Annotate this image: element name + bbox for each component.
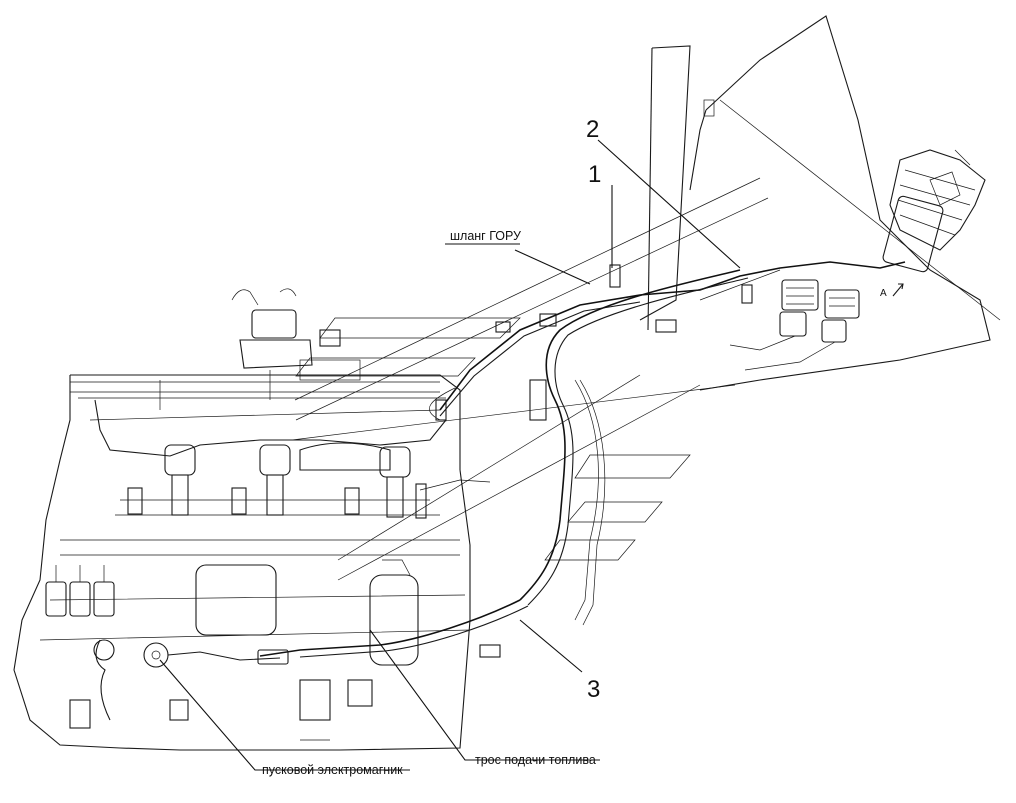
- view-a-label: А: [880, 288, 887, 299]
- view-arrow-a: А: [880, 283, 904, 299]
- leader-lines: [159, 139, 741, 771]
- injectors: [115, 444, 440, 518]
- start-solenoid-part: [143, 642, 281, 668]
- fuel-filters: [45, 565, 115, 617]
- cab-panel: [639, 15, 1001, 391]
- label-fuel-cable: трос подачи топлива: [475, 753, 596, 767]
- pedal-bellows-assembly: [882, 149, 986, 273]
- connectors-cab: [729, 279, 860, 371]
- guide-lines: [291, 177, 769, 581]
- label-start-solenoid: пусковой электромагник: [262, 763, 403, 777]
- top-components: [159, 288, 361, 410]
- callout-1: 1: [588, 161, 601, 188]
- engine-block: [13, 374, 471, 751]
- label-hose: шланг ГОРУ: [450, 229, 521, 243]
- wiring-harness: [257, 261, 906, 665]
- callout-3: 3: [587, 676, 600, 703]
- callout-2: 2: [586, 116, 599, 143]
